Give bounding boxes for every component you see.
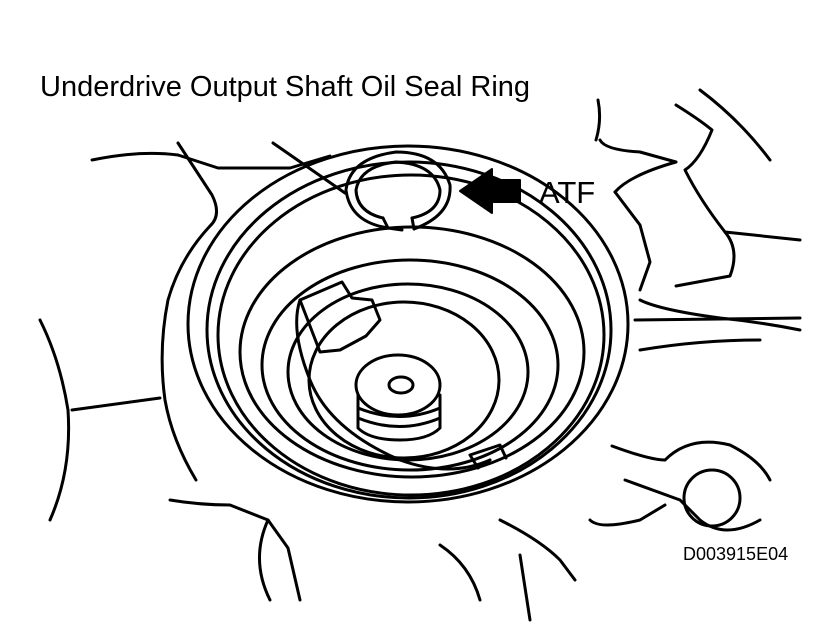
part-name-label: Underdrive Output Shaft Oil Seal Ring [40, 71, 531, 103]
leader-line [271, 141, 347, 195]
figure-code-label: D003915E04 [683, 544, 789, 564]
bore-rings [186, 144, 630, 504]
housing-outline [38, 88, 802, 622]
oil-seal-ring [344, 150, 452, 232]
atf-arrow-icon [459, 168, 521, 214]
inner-snap-ring [295, 280, 508, 471]
atf-label: ATF [539, 175, 596, 210]
shaft-hub [354, 353, 442, 442]
